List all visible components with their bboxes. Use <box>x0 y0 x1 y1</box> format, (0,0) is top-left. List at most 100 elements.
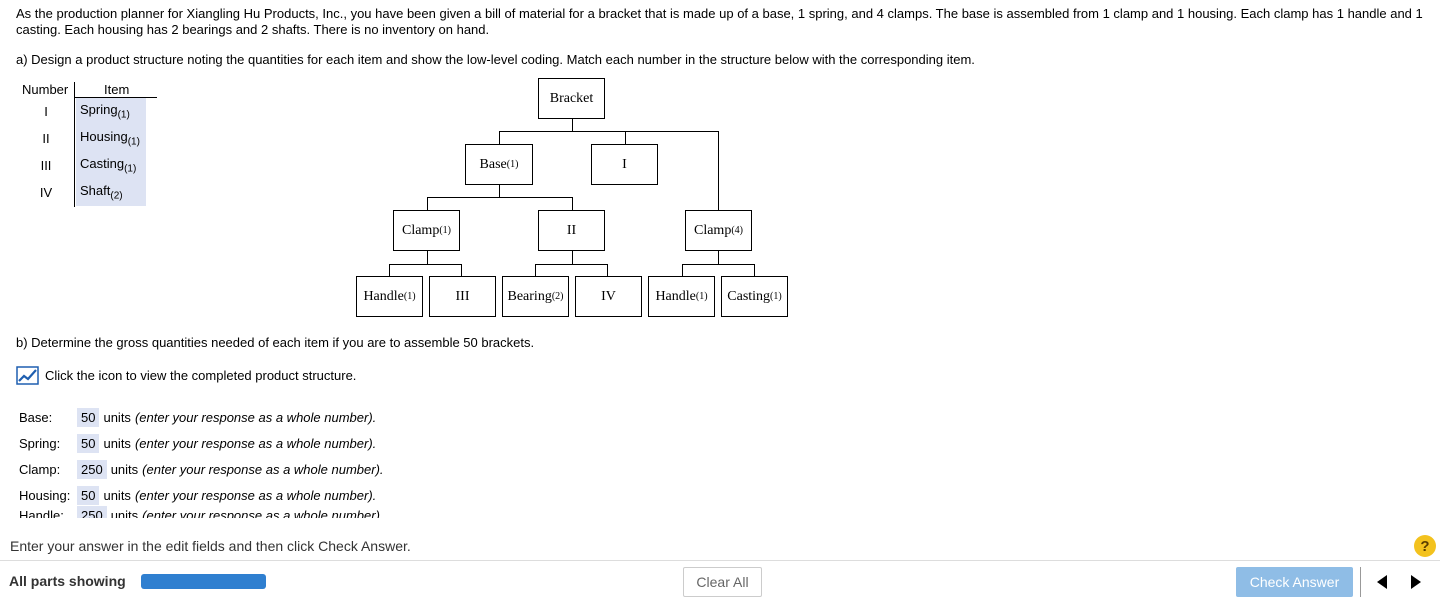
item-qty: (1) <box>124 163 137 175</box>
table-header-rule <box>75 97 157 98</box>
next-arrow-icon[interactable] <box>1403 570 1429 594</box>
node-label: Bracket <box>549 90 594 106</box>
row-item-select[interactable]: Casting(1) <box>80 156 136 175</box>
connector <box>499 184 500 197</box>
node-casting-placeholder: III <box>429 276 496 317</box>
connector <box>682 264 755 265</box>
node-housing-placeholder: II <box>538 210 605 251</box>
answer-row-clamp: Clamp: 250 units (enter your response as… <box>19 460 384 479</box>
node-label: Casting <box>727 288 771 304</box>
node-label: Handle <box>655 288 696 304</box>
node-label: II <box>566 222 577 238</box>
table-divider <box>74 82 75 207</box>
item-qty: (2) <box>110 190 123 202</box>
nav-divider <box>1360 567 1361 597</box>
connector <box>389 264 390 276</box>
instruction-text: Enter your answer in the edit fields and… <box>10 538 411 554</box>
all-parts-label: All parts showing <box>9 573 126 589</box>
node-label: I <box>622 156 627 172</box>
node-qty: (1) <box>506 159 519 170</box>
connector <box>572 250 573 264</box>
row-item-select[interactable]: Shaft(2) <box>80 183 123 202</box>
part-a-prompt: a) Design a product structure noting the… <box>16 52 975 67</box>
answer-hint: (enter your response as a whole number). <box>134 410 377 425</box>
node-qty: (1) <box>695 291 708 302</box>
answer-input-base[interactable]: 50 <box>77 408 100 427</box>
answer-row-housing: Housing: 50 units (enter your response a… <box>19 486 376 505</box>
question-intro: As the production planner for Xiangling … <box>16 6 1423 37</box>
connector <box>682 264 683 276</box>
connector <box>535 264 608 265</box>
node-label: Base <box>479 156 507 172</box>
item-label: Housing <box>80 129 128 144</box>
connector <box>427 197 428 210</box>
footer-divider <box>0 560 1440 561</box>
part-b-prompt: b) Determine the gross quantities needed… <box>16 335 535 350</box>
answer-input-handle[interactable]: 250 <box>77 506 107 518</box>
item-label: Shaft <box>80 183 111 198</box>
row-number: II <box>42 131 50 146</box>
answer-label: Clamp: <box>19 462 61 477</box>
item-label: Spring <box>80 102 118 117</box>
number-header: Number <box>22 82 69 97</box>
node-qty: (1) <box>439 225 451 236</box>
answer-hint: (enter your response as a whole number). <box>134 488 377 503</box>
node-label: IV <box>601 288 616 304</box>
answer-row-spring: Spring: 50 units (enter your response as… <box>19 434 376 453</box>
answer-input-clamp[interactable]: 250 <box>77 460 107 479</box>
node-handle-1: Handle(1) <box>356 276 423 317</box>
connector <box>718 131 719 210</box>
node-bearing: Bearing(2) <box>502 276 569 317</box>
answer-row-base: Base: 50 units (enter your response as a… <box>19 408 376 427</box>
view-structure-text: Click the icon to view the completed pro… <box>45 368 357 383</box>
answer-label: Handle: <box>19 508 64 518</box>
connector <box>461 264 462 276</box>
row-number: III <box>40 158 52 173</box>
node-qty: (1) <box>770 291 782 302</box>
node-base: Base(1) <box>465 144 533 185</box>
answer-label: Base: <box>19 410 53 425</box>
row-number: IV <box>39 185 53 200</box>
connector <box>535 264 536 276</box>
connector <box>572 118 573 131</box>
answer-input-housing[interactable]: 50 <box>77 486 100 505</box>
node-label: Clamp <box>401 222 440 238</box>
connector <box>625 131 626 144</box>
item-qty: (1) <box>127 136 140 148</box>
item-header: Item <box>104 82 130 97</box>
node-handle-2: Handle(1) <box>648 276 715 317</box>
node-qty: (1) <box>403 291 416 302</box>
connector <box>572 197 573 210</box>
answer-hint: (enter your response as a whole number). <box>134 436 377 451</box>
view-structure-row: Click the icon to view the completed pro… <box>16 366 356 385</box>
chart-icon[interactable] <box>16 366 39 385</box>
node-clamp-1: Clamp(1) <box>393 210 460 251</box>
node-shaft-placeholder: IV <box>575 276 642 317</box>
node-qty: (4) <box>731 225 743 236</box>
node-label: Handle <box>363 288 404 304</box>
node-bracket: Bracket <box>538 78 605 119</box>
connector <box>499 131 500 144</box>
row-number: I <box>44 104 48 119</box>
clear-all-button[interactable]: Clear All <box>683 567 762 597</box>
answer-units: units <box>103 488 131 503</box>
row-item-select[interactable]: Housing(1) <box>80 129 140 148</box>
connector <box>607 264 608 276</box>
connector <box>754 264 755 276</box>
previous-arrow-icon[interactable] <box>1369 570 1395 594</box>
answer-row-handle-inner: Handle: 250 units (enter your response a… <box>19 506 384 518</box>
connector <box>427 250 428 264</box>
node-label: Clamp <box>693 222 732 238</box>
row-item-select[interactable]: Spring(1) <box>80 102 130 121</box>
item-qty: (1) <box>117 109 130 121</box>
connector <box>389 264 461 265</box>
item-cell-highlight <box>76 98 146 206</box>
answer-units: units <box>110 508 139 518</box>
node-spring-placeholder: I <box>591 144 658 185</box>
answer-input-spring[interactable]: 50 <box>77 434 100 453</box>
answer-hint: (enter your response as a whole number). <box>142 508 384 518</box>
check-answer-button[interactable]: Check Answer <box>1236 567 1353 597</box>
node-label: III <box>455 288 470 304</box>
answer-units: units <box>103 436 131 451</box>
help-icon[interactable]: ? <box>1414 535 1436 557</box>
